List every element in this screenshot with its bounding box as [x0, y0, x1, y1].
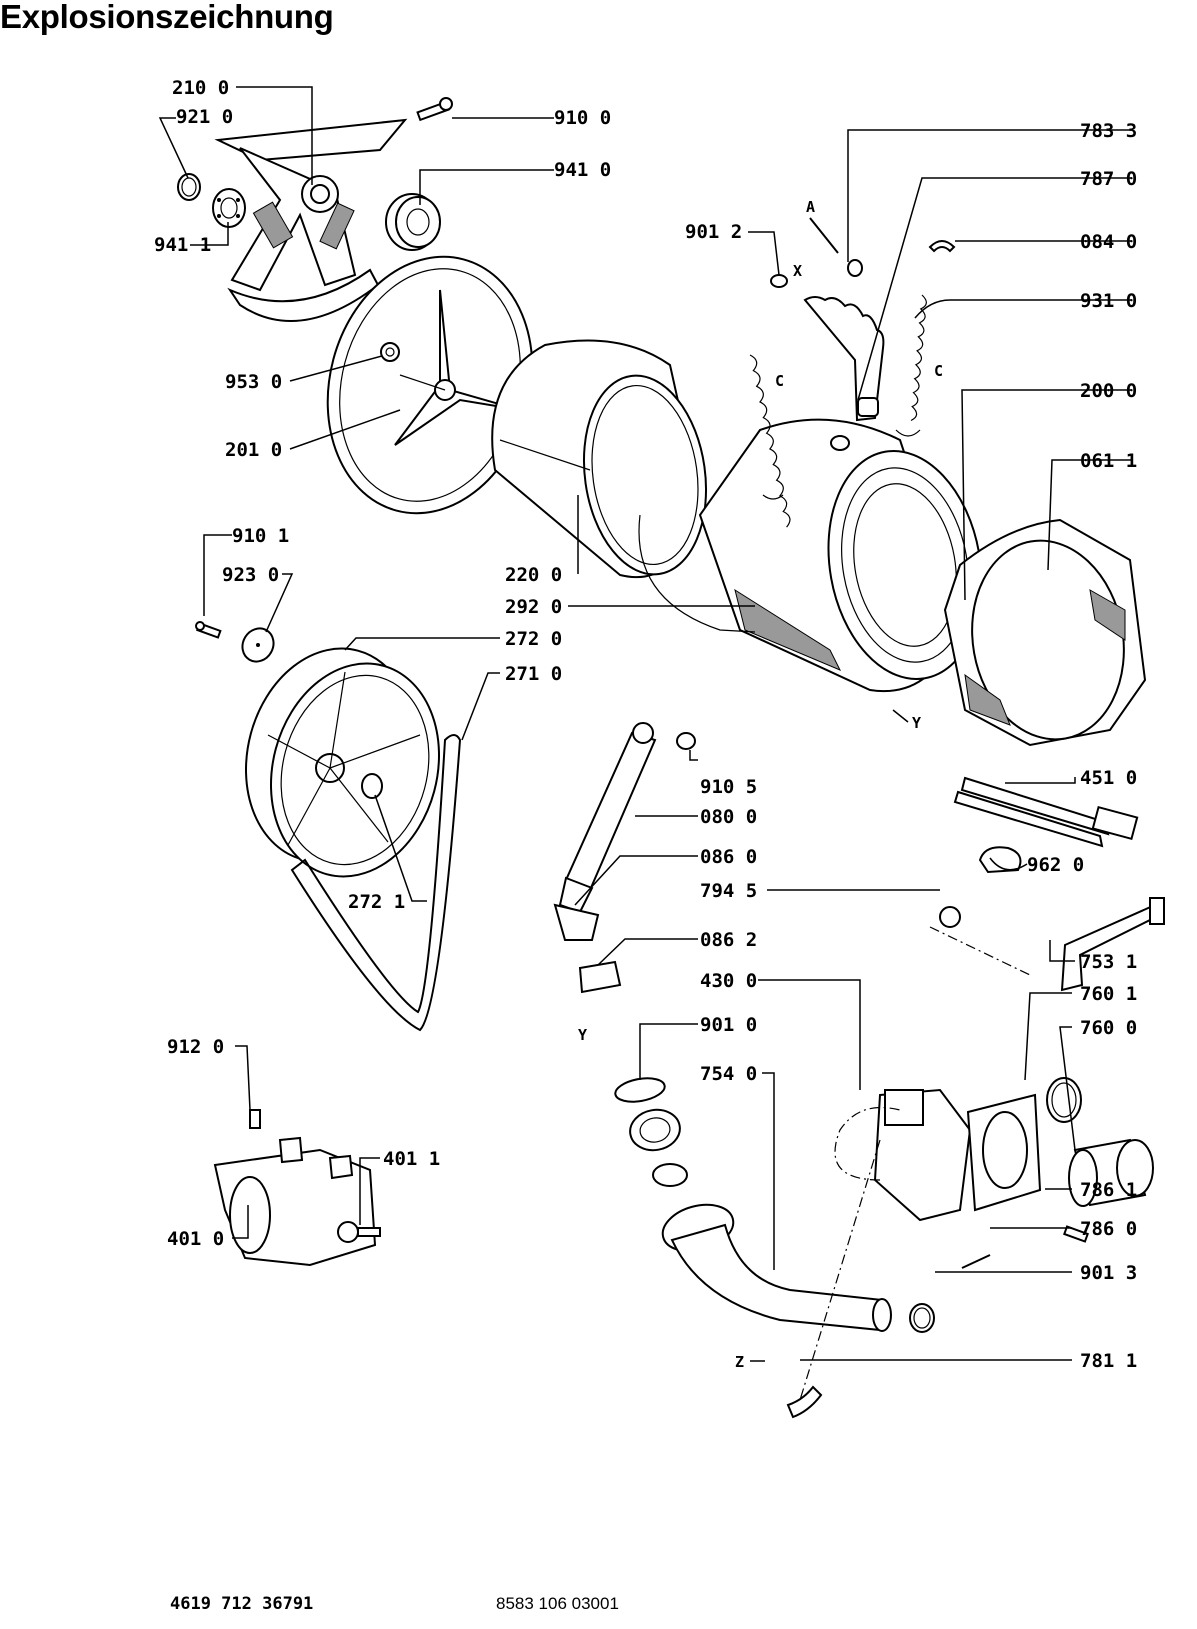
label-401-1: 401 1 — [383, 1148, 440, 1170]
label-086-2: 086 2 — [700, 929, 757, 951]
washer-923-0 — [241, 627, 275, 663]
clamp-901-0 — [614, 1077, 666, 1103]
assembly-line-1 — [929, 926, 1031, 976]
label-272-1: 272 1 — [348, 891, 405, 913]
letter-y-bottom: Y — [578, 1026, 587, 1044]
letter-y-top: Y — [912, 714, 921, 732]
label-901-0: 901 0 — [700, 1014, 757, 1036]
rear-tub-201-0 — [326, 255, 534, 515]
hose-787-0 — [803, 296, 885, 422]
label-754-0: 754 0 — [700, 1063, 757, 1085]
pulley-272-0 — [245, 647, 440, 878]
label-786-0: 786 0 — [1080, 1218, 1137, 1240]
label-430-0: 430 0 — [700, 970, 757, 992]
bearing-941-0 — [385, 193, 441, 251]
letter-x: X — [793, 262, 802, 280]
letter-c-left: C — [775, 372, 784, 390]
part-labels: 210 0 921 0 910 0 941 0 941 1 783 3 787 … — [154, 77, 1137, 1372]
label-451-0: 451 0 — [1080, 767, 1137, 789]
bracket-086-2 — [578, 960, 622, 994]
label-781-1: 781 1 — [1080, 1350, 1137, 1372]
label-910-5: 910 5 — [700, 776, 757, 798]
filter-760-0 — [1068, 1138, 1154, 1207]
label-760-1: 760 1 — [1080, 983, 1137, 1005]
valve-783-3 — [847, 259, 863, 277]
label-292-0: 292 0 — [505, 596, 562, 618]
label-753-1: 753 1 — [1080, 951, 1137, 973]
label-220-0: 220 0 — [505, 564, 562, 586]
label-210-0: 210 0 — [172, 77, 229, 99]
label-201-0: 201 0 — [225, 439, 282, 461]
letter-c-right: C — [934, 362, 943, 380]
stud-794-5 — [939, 906, 961, 928]
footer-code-left: 4619 712 36791 — [170, 1594, 314, 1614]
hose-754-0 — [661, 1203, 892, 1332]
pin-786-0 — [961, 1254, 991, 1269]
label-921-0: 921 0 — [176, 106, 233, 128]
ring-910-5 — [676, 732, 696, 750]
shock-absorber-080-0 — [553, 722, 657, 941]
circlip-921-0 — [177, 173, 201, 201]
label-931-0: 931 0 — [1080, 290, 1137, 312]
label-787-0: 787 0 — [1080, 168, 1137, 190]
motor-401-0 — [213, 1136, 381, 1267]
seal-ring-292-0 — [638, 514, 756, 633]
label-786-1: 786 1 — [1080, 1179, 1137, 1201]
label-941-1: 941 1 — [154, 234, 211, 256]
pin-a — [809, 217, 839, 254]
bearing-941-1 — [212, 188, 246, 228]
letter-y-top-leader — [892, 709, 909, 723]
front-ring-061-1 — [943, 518, 1147, 747]
label-272-0: 272 0 — [505, 628, 562, 650]
label-962-0: 962 0 — [1027, 854, 1084, 876]
spring-931-0-left — [749, 354, 791, 528]
spring-931-0-right — [895, 294, 927, 437]
page-title: Explosionszeichnung — [0, 0, 334, 35]
label-901-3: 901 3 — [1080, 1262, 1137, 1284]
seal-ring-760-1 — [1046, 1077, 1082, 1123]
label-923-0: 923 0 — [222, 564, 279, 586]
label-401-0: 401 0 — [167, 1228, 224, 1250]
drum-220-0 — [491, 339, 708, 579]
label-901-2: 901 2 — [685, 221, 742, 243]
bellows-seal — [629, 1108, 688, 1187]
clamp-901-3 — [909, 1303, 935, 1333]
belt-271-0 — [290, 734, 462, 1032]
heater-451-0 — [953, 776, 1139, 848]
label-061-1: 061 1 — [1080, 450, 1137, 472]
assembly-line-2 — [799, 1139, 881, 1401]
label-912-0: 912 0 — [167, 1036, 224, 1058]
label-783-3: 783 3 — [1080, 120, 1137, 142]
label-760-0: 760 0 — [1080, 1017, 1137, 1039]
label-200-0: 200 0 — [1080, 380, 1137, 402]
leader-lines — [158, 86, 1131, 1361]
label-953-0: 953 0 — [225, 371, 282, 393]
label-910-0: 910 0 — [554, 107, 611, 129]
letter-a: A — [806, 198, 815, 216]
hose-781-1 — [786, 1385, 823, 1419]
assembly-letters: A X C C Y Y Z — [578, 198, 943, 1371]
label-080-0: 080 0 — [700, 806, 757, 828]
seal-962-0 — [978, 846, 1022, 874]
screw-786-1 — [1063, 1225, 1089, 1243]
clamp-901-2 — [770, 274, 788, 288]
clip-084-0 — [928, 240, 956, 253]
label-271-0: 271 0 — [505, 663, 562, 685]
pump-430-0 — [873, 1088, 1042, 1222]
label-941-0: 941 0 — [554, 159, 611, 181]
tub-200-0 — [698, 418, 983, 693]
assembly-line-3 — [834, 1106, 901, 1181]
footer-code-right: 8583 106 03001 — [496, 1594, 619, 1613]
label-794-5: 794 5 — [700, 880, 757, 902]
screw-912-0 — [249, 1109, 261, 1129]
label-084-0: 084 0 — [1080, 231, 1137, 253]
letter-z: Z — [735, 1353, 744, 1371]
bolt-910-0 — [416, 97, 453, 122]
bolt-910-1 — [195, 621, 222, 639]
label-910-1: 910 1 — [232, 525, 289, 547]
sensor-753-1 — [1060, 897, 1165, 992]
label-086-0: 086 0 — [700, 846, 757, 868]
